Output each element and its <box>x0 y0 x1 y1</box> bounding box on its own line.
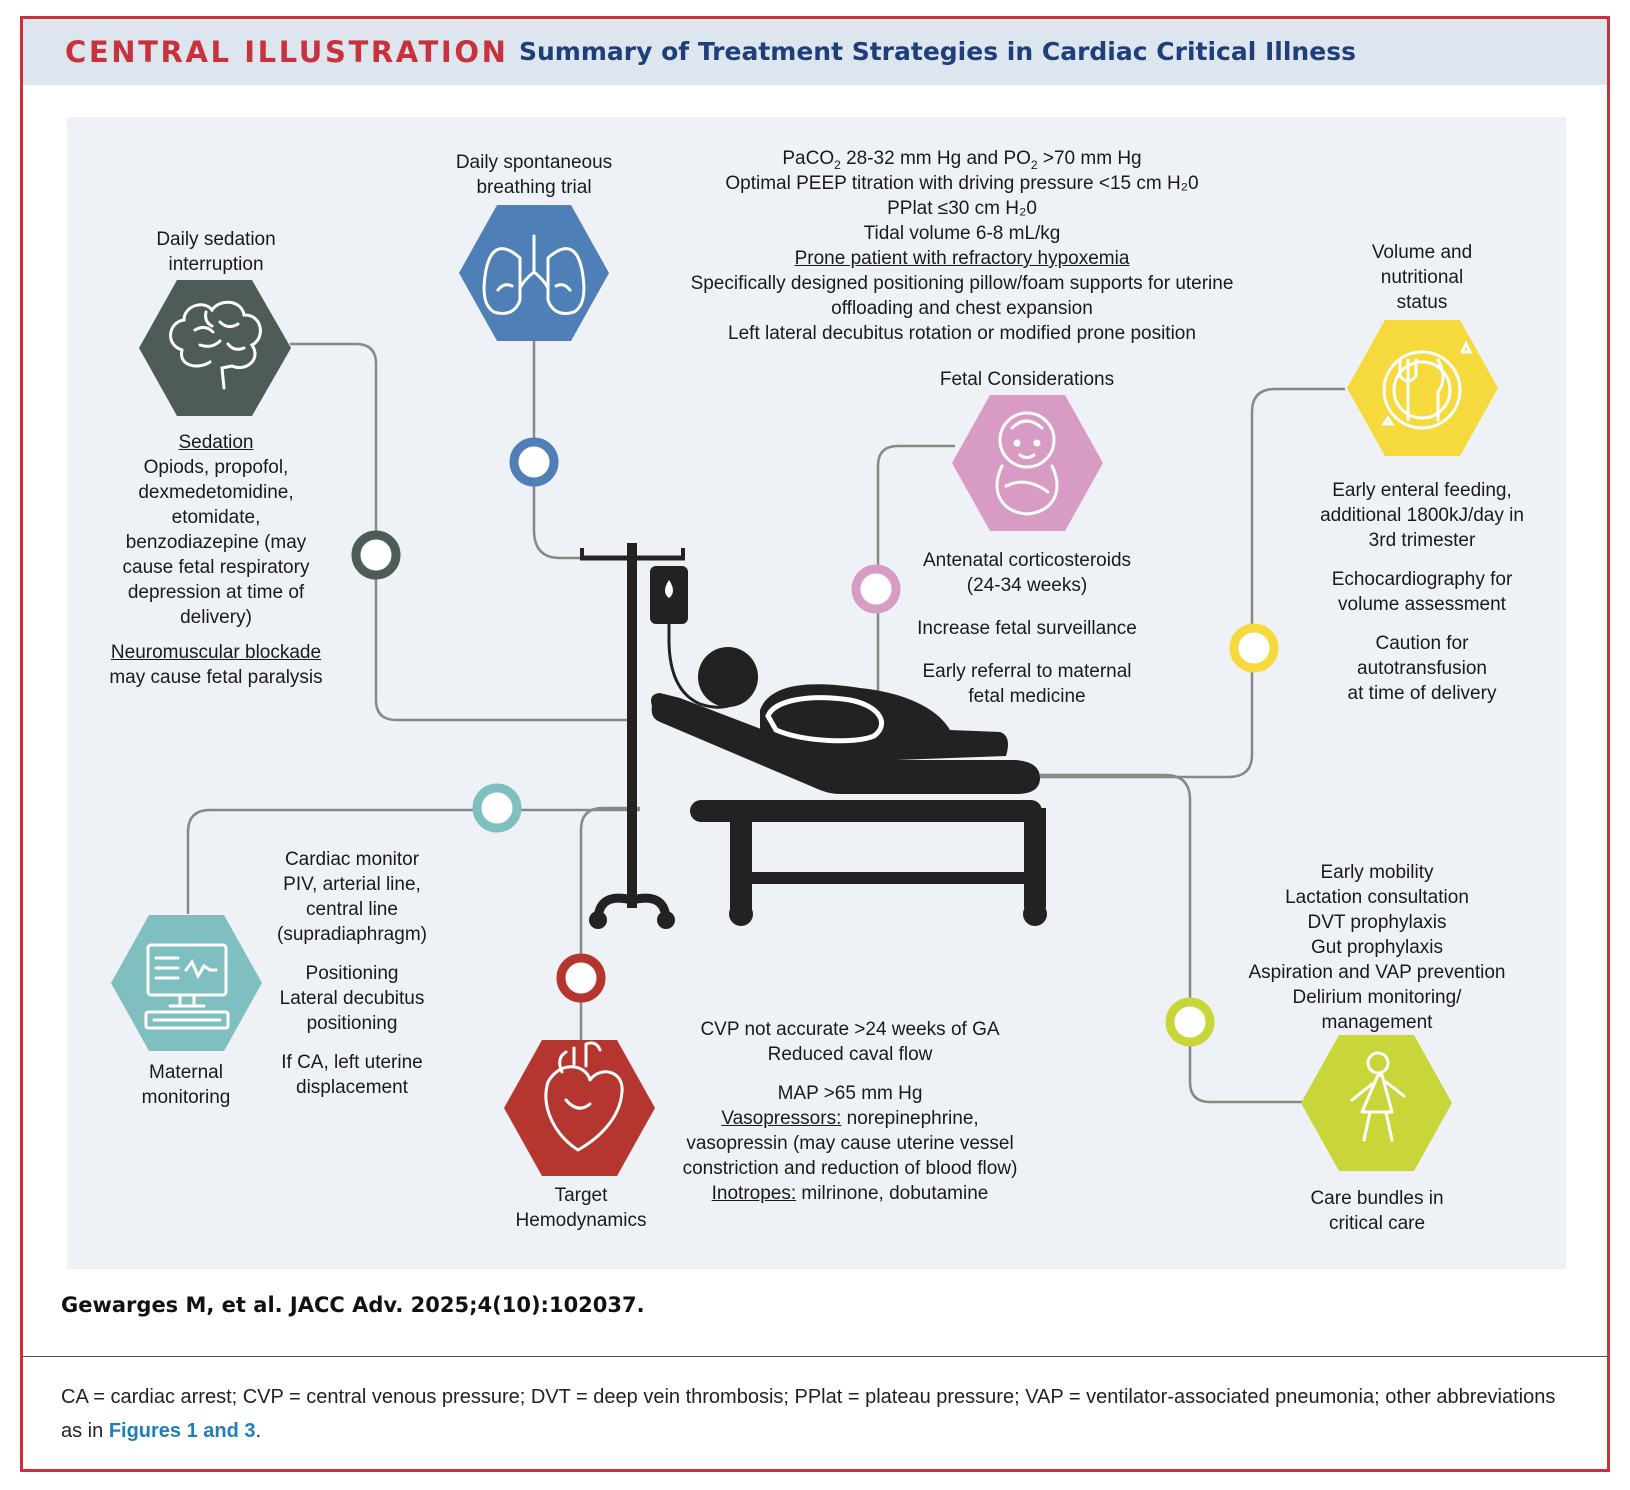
hex-care <box>1301 1035 1452 1171</box>
ring-nutrition <box>1229 623 1279 673</box>
central-illustration-label: CENTRAL ILLUSTRATION <box>65 35 509 69</box>
maternal-title: Maternal monitoring <box>141 1062 231 1108</box>
maternal-details: Cardiac monitor PIV, arterial line, cent… <box>277 849 427 1098</box>
footer-divider <box>23 1356 1607 1357</box>
plate-fork-knife-icon <box>1381 340 1473 430</box>
breathing-title: Daily spontaneous breathing trial <box>455 152 613 198</box>
fetal-details: Antenatal corticosteroids (24-34 weeks) … <box>917 550 1137 707</box>
nutrition-details: Early enteral feeding, additional 1800kJ… <box>1320 480 1524 704</box>
vasopressors-label: Vasopressors: <box>721 1108 842 1129</box>
computer-monitor-icon <box>144 943 230 1030</box>
abbreviations-footnote: CA = cardiac arrest; CVP = central venou… <box>61 1386 1556 1442</box>
care-details: Early mobility Lactation consultation DV… <box>1248 862 1506 1033</box>
sedation-details: Sedation Opiods, propofol, dexmedetomidi… <box>96 430 336 690</box>
neuromuscular-heading: Neuromuscular blockade <box>110 642 322 663</box>
connector-sedation <box>290 342 630 722</box>
sedation-title: Daily sedation interruption <box>156 229 276 275</box>
connector-fetal <box>876 444 955 700</box>
ring-hemodynamics <box>556 953 606 1003</box>
hemodynamics-details: CVP not accurate >24 weeks of GA Reduced… <box>682 1019 1018 1204</box>
lungs-icon <box>482 234 586 315</box>
ring-maternal <box>472 783 522 833</box>
prone-heading: Prone patient with refractory hypoxemia <box>794 248 1130 269</box>
figure-frame <box>20 16 1610 1472</box>
sedation-heading: Sedation <box>178 432 254 453</box>
heart-icon <box>544 1041 624 1152</box>
hex-maternal <box>111 915 262 1051</box>
brain-icon <box>169 300 262 390</box>
ring-care <box>1165 997 1215 1047</box>
hemodynamics-title: Target Hemodynamics <box>515 1185 647 1231</box>
patient-in-bed-with-iv-icon <box>580 543 1047 929</box>
connector-breathing <box>532 340 640 560</box>
walking-person-icon <box>1350 1051 1406 1142</box>
figures-link[interactable]: Figures 1 and 3 <box>108 1420 256 1442</box>
connector-maternal <box>186 808 640 914</box>
figure-header: CENTRAL ILLUSTRATION Summary of Treatmen… <box>23 19 1607 85</box>
connector-hemodynamics <box>579 806 640 1040</box>
citation: Gewarges M, et al. JACC Adv. 2025;4(10):… <box>61 1293 645 1317</box>
hex-fetal <box>952 395 1103 531</box>
nutrition-title: Volume and nutritional status <box>1371 242 1473 313</box>
fetal-title: Fetal Considerations <box>939 369 1115 390</box>
hex-sedation <box>139 280 291 416</box>
connector-care <box>1040 773 1302 1104</box>
ventilation-details: PaCO2 28-32 mm Hg and PO2 >70 mm Hg Opti… <box>652 146 1272 346</box>
care-title: Care bundles in critical care <box>1310 1188 1444 1234</box>
hex-nutrition <box>1347 320 1498 456</box>
baby-icon <box>995 411 1059 516</box>
connector-nutrition <box>1020 387 1345 779</box>
figure-title: Summary of Treatment Strategies in Cardi… <box>519 37 1356 66</box>
inotropes-label: Inotropes: <box>711 1183 797 1204</box>
ring-breathing <box>509 437 559 487</box>
ring-fetal <box>851 564 901 614</box>
ring-sedation <box>351 530 401 580</box>
